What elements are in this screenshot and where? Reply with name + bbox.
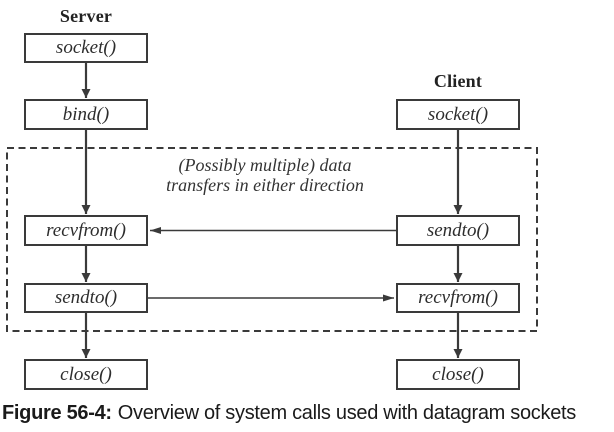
figure-caption: Figure 56-4:Overview of system calls use… — [2, 402, 614, 425]
annotation-line-2: transfers in either direction — [166, 175, 364, 195]
figure-caption-text: Overview of system calls used with datag… — [117, 402, 577, 424]
server-bind-box: bind() — [24, 99, 148, 130]
client-column-label: Client — [433, 71, 483, 91]
client-recvfrom-box: recvfrom() — [396, 283, 520, 313]
client-sendto-box: sendto() — [396, 215, 520, 246]
client-socket-box: socket() — [396, 99, 520, 130]
client-close-box: close() — [396, 359, 520, 390]
server-close-box: close() — [24, 359, 148, 390]
server-column-label: Server — [59, 6, 113, 26]
server-recvfrom-box: recvfrom() — [24, 215, 148, 246]
server-sendto-box: sendto() — [24, 283, 148, 313]
server-socket-box: socket() — [24, 33, 148, 63]
data-transfer-annotation: (Possibly multiple) data transfers in ei… — [115, 155, 415, 195]
figure-caption-number: Figure 56-4: — [2, 402, 112, 424]
annotation-line-1: (Possibly multiple) data — [178, 155, 352, 175]
data-transfer-region — [6, 147, 538, 332]
